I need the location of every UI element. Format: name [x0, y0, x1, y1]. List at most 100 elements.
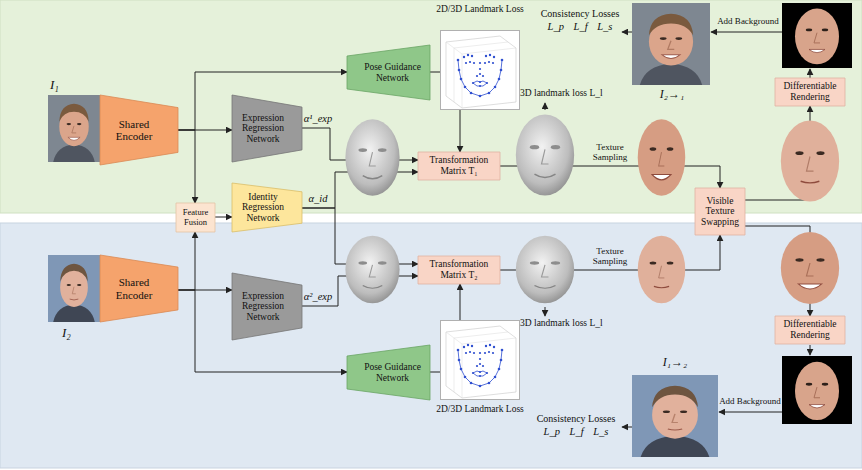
node-text: Identity Regression Network [236, 192, 290, 224]
loss-label-box: Consistency Losses [532, 8, 628, 20]
process-box: Transformation Matrix T₂ [418, 256, 500, 284]
encoder-block-outline [100, 255, 178, 322]
edge-label: α_id [304, 193, 332, 205]
step-label: Add Background [714, 16, 782, 26]
encoder-block-outline [100, 95, 178, 165]
text-block: Visible Texture Swapping [698, 196, 742, 228]
text-area: Feature Fusion [178, 203, 213, 232]
edge-label: α¹_exp [301, 113, 335, 125]
text-block: Transformation Matrix T₁ [422, 155, 496, 176]
posed-mesh [516, 236, 574, 304]
text-area: Expression Regression Network [236, 95, 290, 162]
loss-label-box: Consistency Losses [528, 413, 624, 425]
flow-arrow [719, 412, 782, 413]
text-block: Expression Regression Network [236, 113, 290, 145]
edge-label-box: α¹_exp [301, 113, 335, 125]
edge-label: α²_exp [301, 291, 335, 303]
image-label: I₂→₁ [640, 88, 704, 102]
loss-label: Consistency Losses [532, 8, 628, 20]
node-text: Differentiable Rendering [778, 319, 842, 340]
regression-block: Expression Regression Network [232, 95, 302, 162]
text-area: Pose Guidance Network [359, 345, 426, 400]
pose-network-block-outline [347, 45, 430, 100]
flow-arrow [545, 307, 546, 316]
flow-arrow [810, 69, 811, 78]
loss-label-box: 3D landmark loss L_l [520, 88, 630, 99]
process-box: Differentiable Rendering [775, 316, 845, 344]
input-photo [48, 95, 100, 162]
textured-face [638, 236, 686, 304]
process-box-outline [775, 78, 845, 106]
node-text: Transformation Matrix T₁ [422, 155, 496, 176]
fusion-box: Feature Fusion [176, 203, 215, 232]
process-box-outline [775, 316, 845, 344]
text-area: Shared Encoder [104, 255, 164, 322]
image-label-box: I₂ [62, 326, 92, 341]
step-label: Add Background [716, 396, 784, 406]
text-block: Pose Guidance Network [359, 62, 426, 83]
text-area: Pose Guidance Network [359, 45, 426, 100]
landmark-plot [441, 321, 520, 400]
regression-block: Expression Regression Network [232, 273, 302, 340]
output-photo [632, 3, 710, 85]
pose-network-block: Pose Guidance Network [347, 45, 430, 100]
face-mesh [345, 236, 399, 304]
swapped-face [781, 121, 839, 202]
regression-block: Identity Regression Network [232, 183, 302, 232]
text-area: Shared Encoder [104, 95, 164, 165]
flow-arrow [545, 103, 546, 110]
loss-label: 2D/3D Landmark Loss [436, 404, 524, 415]
connector-arrow [178, 232, 195, 290]
loss-symbols: L_p L_f L_s [528, 426, 624, 438]
flow-arrow [810, 345, 811, 355]
loss-label: 3D landmark loss L_l [520, 88, 630, 99]
text-area: Expression Regression Network [236, 273, 290, 340]
regression-block-outline [232, 273, 302, 340]
rendered-face [782, 3, 852, 68]
text-area: Transformation Matrix T₁ [422, 152, 496, 180]
pose-network-block-outline [347, 345, 430, 400]
loss-label: 3D landmark loss L_l [520, 318, 630, 329]
textured-face [638, 119, 686, 196]
connector-arrow [215, 217, 232, 218]
process-box-outline [418, 152, 500, 180]
node-text: Shared Encoder [104, 118, 164, 143]
edge-label-box: α²_exp [301, 291, 335, 303]
top-band [0, 0, 862, 213]
text-block: Transformation Matrix T₂ [422, 259, 496, 280]
fusion-box-outline [176, 203, 215, 232]
loss-symbols-box: L_p L_f L_s [528, 426, 624, 438]
node-text: Expression Regression Network [236, 113, 290, 145]
step-label-box: Add Background [716, 396, 784, 406]
text-block: Identity Regression Network [236, 192, 290, 224]
text-block: Expression Regression Network [236, 291, 290, 323]
process-box-outline [418, 256, 500, 284]
flow-arrow [622, 427, 632, 428]
loss-symbols: L_p L_f L_s [532, 21, 628, 33]
image-label: I₂ [62, 326, 92, 341]
node-text: Transformation Matrix T₂ [422, 259, 496, 280]
text-block: Differentiable Rendering [778, 81, 842, 102]
step-label: Texture Sampling [587, 246, 633, 267]
output-photo [632, 375, 718, 457]
loss-symbols-box: L_p L_f L_s [532, 21, 628, 33]
text-area: Differentiable Rendering [778, 316, 842, 344]
step-label-box: Add Background [714, 16, 782, 26]
text-block: Differentiable Rendering [778, 319, 842, 340]
flow-arrow [711, 32, 782, 33]
flow-arrow [622, 32, 632, 33]
text-block: Shared Encoder [104, 276, 164, 301]
connector-arrow [178, 130, 195, 203]
node-text: Pose Guidance Network [359, 362, 426, 383]
node-text: Expression Regression Network [236, 291, 290, 323]
process-box: Transformation Matrix T₁ [418, 152, 500, 180]
text-area: Differentiable Rendering [778, 78, 842, 106]
text-block: Feature Fusion [178, 208, 213, 227]
encoder-block: Shared Encoder [100, 95, 178, 165]
loss-label: 2D/3D Landmark Loss [436, 4, 524, 15]
node-text: Feature Fusion [178, 208, 213, 227]
loss-label-box: 3D landmark loss L_l [520, 318, 630, 329]
node-text: Pose Guidance Network [359, 62, 426, 83]
text-area: Visible Texture Swapping [698, 188, 742, 235]
image-label: I₁ [50, 78, 80, 93]
